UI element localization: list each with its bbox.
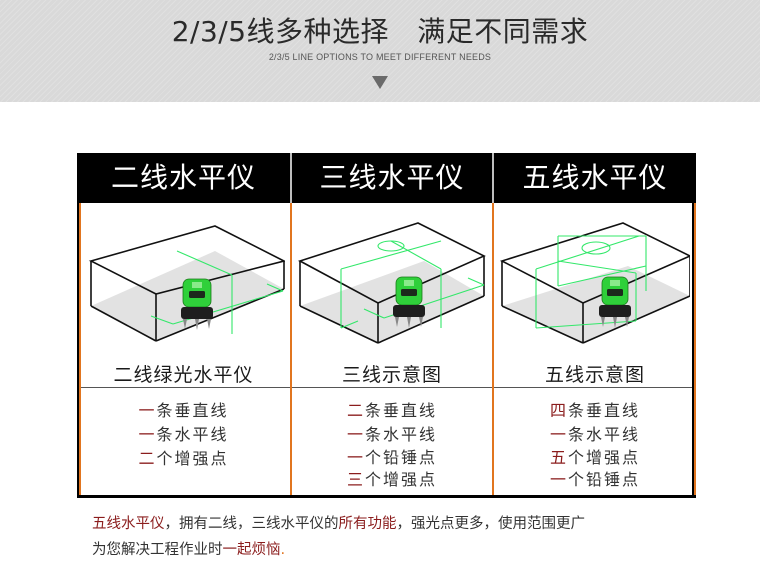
feature-list: 一条垂直线 一条水平线 二个增强点	[77, 399, 290, 471]
laser-level-device	[599, 276, 631, 328]
column-five-line: 五线水平仪	[494, 153, 696, 498]
column-body: 三线示意图 二条垂直线 一条水平线 一个铅锤点 三个增强点	[292, 203, 492, 498]
two-line-diagram-image	[88, 225, 285, 342]
column-caption: 五线示意图	[544, 364, 645, 386]
column-body: 二线绿光水平仪 一条垂直线 一条水平线 二个增强点	[77, 203, 290, 498]
feature-item: 四条垂直线	[549, 401, 641, 420]
laser-level-device	[181, 278, 213, 330]
row-divider	[292, 387, 492, 388]
feature-item: 一条水平线	[346, 425, 438, 444]
three-line-diagram-image	[297, 222, 486, 344]
feature-item: 一条水平线	[138, 425, 229, 444]
column-two-line: 二线水平仪	[77, 153, 290, 498]
column-body: 五线示意图 四条垂直线 一条水平线 五个增强点 一个铅锤点	[494, 203, 696, 498]
column-separator	[492, 203, 494, 498]
table-border-left	[77, 203, 81, 498]
feature-item: 二条垂直线	[346, 401, 438, 420]
column-header: 三线水平仪	[292, 153, 492, 203]
feature-item: 二个增强点	[138, 449, 229, 468]
five-line-diagram-image	[499, 222, 690, 344]
table-border-right	[692, 203, 696, 498]
down-arrow-icon	[372, 76, 388, 89]
banner-subtitle: 2/3/5 LINE OPTIONS TO MEET DIFFERENT NEE…	[268, 52, 492, 62]
comparison-table: 二线水平仪	[77, 153, 696, 498]
feature-item: 一条水平线	[549, 425, 641, 444]
column-header: 五线水平仪	[494, 153, 696, 203]
column-caption: 三线示意图	[341, 364, 442, 386]
row-divider	[494, 387, 696, 388]
column-separator	[290, 153, 292, 203]
feature-item: 五个增强点	[549, 448, 641, 467]
description-note: 五线水平仪，拥有二线，三线水平仪的所有功能，强光点更多，使用范围更广 为您解决工…	[92, 511, 712, 563]
column-three-line: 三线水平仪	[292, 153, 492, 498]
column-separator	[492, 153, 494, 203]
feature-item: 一个铅锤点	[549, 470, 641, 489]
column-separator	[290, 203, 292, 498]
note-line-2: 为您解决工程作业时一起烦恼.	[92, 542, 286, 558]
laser-level-device	[393, 276, 425, 328]
feature-list: 四条垂直线 一条水平线 五个增强点 一个铅锤点	[494, 399, 696, 491]
column-header: 二线水平仪	[77, 153, 290, 203]
feature-item: 一个铅锤点	[346, 448, 438, 467]
feature-item: 一条垂直线	[138, 401, 229, 420]
top-banner: 2/3/5线多种选择 满足不同需求 2/3/5 LINE OPTIONS TO …	[0, 0, 760, 102]
row-divider	[77, 387, 290, 388]
column-caption: 二线绿光水平仪	[113, 364, 254, 386]
note-line-1: 五线水平仪，拥有二线，三线水平仪的所有功能，强光点更多，使用范围更广	[92, 516, 585, 532]
table-border-bottom	[77, 495, 696, 498]
feature-list: 二条垂直线 一条水平线 一个铅锤点 三个增强点	[292, 399, 492, 491]
feature-item: 三个增强点	[346, 470, 438, 489]
banner-title: 2/3/5线多种选择 满足不同需求	[171, 15, 589, 48]
